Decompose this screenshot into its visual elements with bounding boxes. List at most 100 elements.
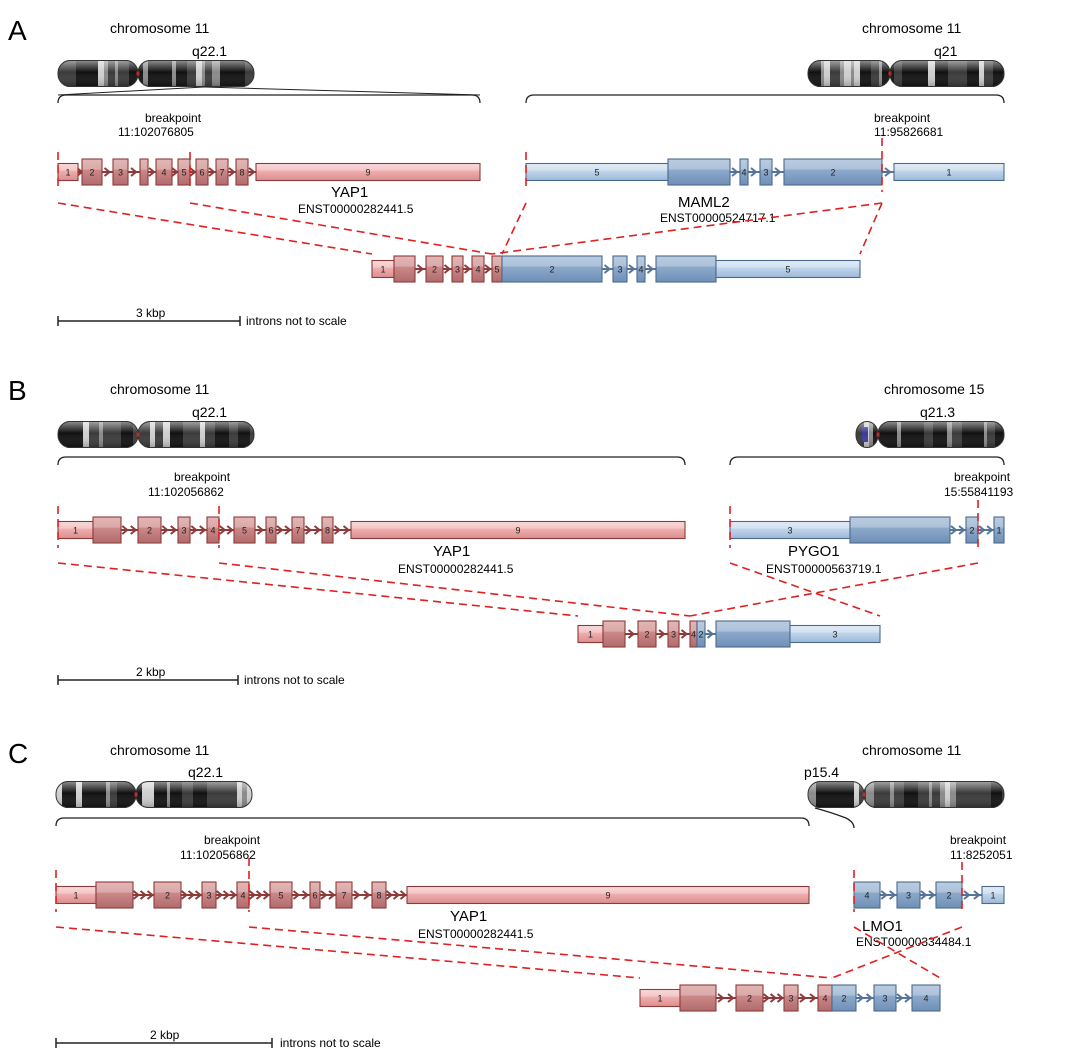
exon-number: 2 bbox=[89, 168, 94, 178]
yap1-gene-name: YAP1 bbox=[433, 543, 470, 560]
exon-number: 7 bbox=[219, 168, 224, 178]
exon-number: 2 bbox=[747, 994, 752, 1004]
right-chromosome-title: chromosome 11 bbox=[862, 742, 962, 758]
right-breakpoint-label: breakpoint bbox=[950, 833, 1007, 847]
scale-bar-label: 2 kbp bbox=[136, 665, 166, 679]
left-breakpoint-label: breakpoint bbox=[145, 111, 202, 125]
left-chromosome-band: q22.1 bbox=[192, 404, 227, 420]
left-gene-bracket bbox=[55, 817, 810, 827]
exon-box bbox=[911, 984, 941, 1012]
breakpoint-guides bbox=[57, 500, 979, 617]
exon-box bbox=[393, 255, 416, 283]
exon-box bbox=[81, 158, 103, 186]
exon-number: 2 bbox=[946, 891, 951, 901]
yap1-transcript-id: ENST00000282441.5 bbox=[298, 202, 414, 216]
left-chromosome-title: chromosome 11 bbox=[110, 742, 210, 758]
band-pointer-line bbox=[203, 86, 481, 96]
exon-number: 2 bbox=[147, 526, 152, 536]
exon-number: 4 bbox=[923, 994, 928, 1004]
exon-box bbox=[667, 158, 731, 186]
exon-number: 5 bbox=[242, 526, 247, 536]
exon-box bbox=[655, 255, 717, 283]
maml2-transcript-id: ENST00000524717.1 bbox=[660, 211, 776, 225]
exon-number: 6 bbox=[268, 526, 273, 536]
right-chromosome-ideogram bbox=[807, 781, 1005, 808]
left-breakpoint-coord: 11:102076805 bbox=[118, 125, 194, 139]
exon-box bbox=[873, 984, 897, 1012]
exon-box bbox=[425, 255, 444, 283]
exon-box bbox=[853, 881, 881, 909]
exon-number: 4 bbox=[741, 168, 746, 178]
exon-box bbox=[667, 620, 680, 648]
lmo1-gene-name: LMO1 bbox=[862, 918, 903, 935]
exon-box bbox=[92, 516, 122, 544]
exon-box bbox=[739, 158, 749, 186]
left-chromosome-ideogram bbox=[55, 781, 253, 808]
exon-number: 4 bbox=[822, 994, 827, 1004]
exon-number: 7 bbox=[341, 891, 346, 901]
left-breakpoint-label: breakpoint bbox=[204, 833, 261, 847]
exon-number: 2 bbox=[841, 994, 846, 1004]
right-breakpoint-label: breakpoint bbox=[874, 111, 931, 125]
exon-number: 2 bbox=[549, 265, 554, 275]
exon-number: 3 bbox=[906, 891, 911, 901]
exon-number: 8 bbox=[376, 891, 381, 901]
right-gene-bracket bbox=[814, 807, 855, 829]
exon-box bbox=[735, 984, 764, 1012]
exon-number: 3 bbox=[832, 630, 837, 640]
exon-number: 4 bbox=[691, 630, 696, 640]
panel-label: A bbox=[8, 15, 27, 46]
exon-box bbox=[350, 520, 686, 540]
exon-box bbox=[501, 255, 603, 283]
left-gene-bracket bbox=[57, 456, 686, 466]
scale-bar-label: 2 kbp bbox=[150, 1028, 180, 1042]
left-gene-bracket bbox=[57, 94, 481, 104]
yap1-gene-name: YAP1 bbox=[450, 908, 487, 925]
exon-box bbox=[612, 255, 628, 283]
exon-number: 4 bbox=[864, 891, 869, 901]
exon-number: 1 bbox=[73, 891, 78, 901]
exon-number: 5 bbox=[181, 168, 186, 178]
exon-number: 6 bbox=[199, 168, 204, 178]
exon-number: 6 bbox=[312, 891, 317, 901]
exon-box bbox=[715, 259, 861, 279]
exon-box bbox=[235, 158, 249, 186]
exon-number: 1 bbox=[380, 265, 385, 275]
exon-number: 3 bbox=[181, 526, 186, 536]
lmo1-transcript-id: ENST00000334484.1 bbox=[856, 935, 972, 949]
exon-number: 3 bbox=[118, 168, 123, 178]
exon-number: 1 bbox=[588, 630, 593, 640]
exon-number: 2 bbox=[969, 526, 974, 536]
scale-bar-label: 3 kbp bbox=[136, 306, 166, 320]
exon-box bbox=[783, 158, 883, 186]
yap1-transcript-id: ENST00000282441.5 bbox=[418, 927, 534, 941]
exon-number: 9 bbox=[605, 891, 610, 901]
exon-box bbox=[155, 158, 173, 186]
exon-box bbox=[321, 516, 334, 544]
right-chromosome-band: p15.4 bbox=[804, 764, 839, 780]
exon-box bbox=[679, 984, 717, 1012]
exon-box bbox=[789, 624, 881, 644]
exon-box bbox=[309, 881, 321, 909]
exon-number: 3 bbox=[882, 994, 887, 1004]
exon-number: 5 bbox=[494, 265, 499, 275]
exon-box bbox=[715, 620, 791, 648]
scale-note: introns not to scale bbox=[280, 1036, 381, 1049]
maml2-gene-name: MAML2 bbox=[678, 194, 730, 211]
exon-box bbox=[406, 885, 810, 905]
left-chromosome-title: chromosome 11 bbox=[110, 381, 210, 397]
exon-number: 4 bbox=[475, 265, 480, 275]
exon-box bbox=[153, 881, 182, 909]
exon-number: 5 bbox=[785, 265, 790, 275]
exon-box bbox=[759, 158, 773, 186]
left-chromosome-ideogram bbox=[57, 421, 255, 448]
exon-number: 4 bbox=[638, 265, 643, 275]
exon-box bbox=[451, 255, 464, 283]
scale-note: introns not to scale bbox=[246, 314, 347, 328]
exon-number: 2 bbox=[165, 891, 170, 901]
exon-box bbox=[215, 158, 229, 186]
